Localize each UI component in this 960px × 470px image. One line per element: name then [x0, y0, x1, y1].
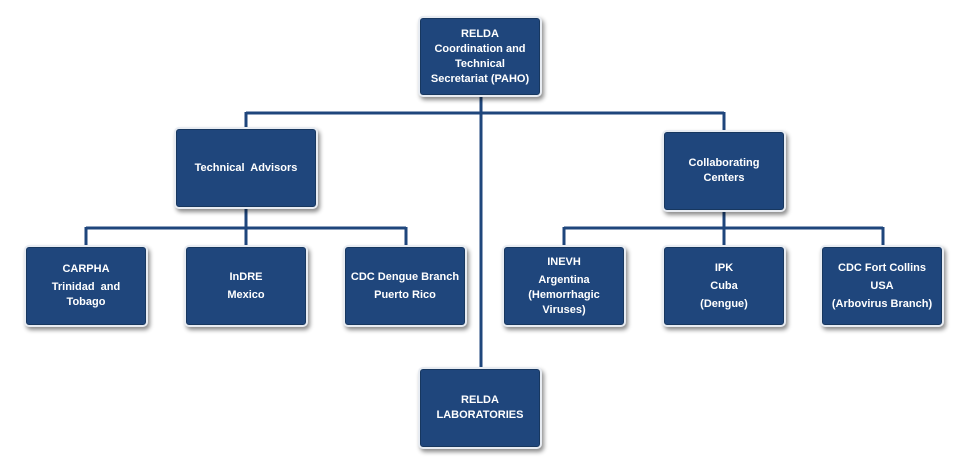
node-relda-laboratories: RELDA LABORATORIES [418, 367, 542, 449]
node-relda-coordination-line-4: Secretariat (PAHO) [430, 72, 530, 85]
node-ipk-line-1: IPK [714, 261, 734, 274]
node-relda-coordination-line-3: Technical [455, 57, 505, 70]
node-inevh-line-3: (Hemorrhagic [528, 288, 600, 301]
node-ipk-line-2: Cuba [710, 279, 738, 292]
node-relda-coordination: RELDA Coordination and Technical Secreta… [418, 16, 542, 97]
node-collaborating-centers: Collaborating Centers [662, 130, 786, 212]
node-carpha-line-3: Tobago [66, 296, 106, 308]
node-relda-laboratories-line-1: RELDA [461, 394, 499, 406]
node-inevh: INEVH Argentina (Hemorrhagic Viruses) [502, 245, 626, 327]
node-cdc-fort-collins-line-1: CDC Fort Collins [838, 261, 926, 274]
node-technical-advisors-label: Technical Advisors [194, 161, 298, 174]
node-carpha-line-2: Trinidad and [51, 281, 121, 293]
node-collaborating-centers-line-2: Centers [703, 172, 745, 184]
node-relda-coordination-line-1: RELDA [461, 27, 499, 40]
node-technical-advisors: Technical Advisors [174, 127, 318, 209]
node-cdc-fort-collins: CDC Fort Collins USA (Arbovirus Branch) [820, 245, 944, 327]
node-carpha-line-1: CARPHA [62, 263, 110, 275]
node-inevh-line-2: Argentina [538, 273, 590, 286]
node-ipk: IPK Cuba (Dengue) [662, 245, 786, 327]
node-indre-line-1: InDRE [229, 270, 263, 283]
node-inevh-line-1: INEVH [547, 255, 581, 268]
node-collaborating-centers-line-1: Collaborating [688, 157, 760, 169]
node-indre: InDRE Mexico [184, 245, 308, 327]
node-cdc-fort-collins-line-3: (Arbovirus Branch) [831, 297, 933, 310]
node-relda-coordination-line-2: Coordination and [434, 42, 526, 55]
node-carpha: CARPHA Trinidad and Tobago [24, 245, 148, 327]
node-relda-laboratories-line-2: LABORATORIES [436, 409, 524, 421]
node-ipk-line-3: (Dengue) [700, 297, 748, 310]
node-indre-line-2: Mexico [227, 288, 265, 301]
node-cdc-fort-collins-line-2: USA [870, 279, 894, 292]
node-inevh-line-4: Viruses) [542, 303, 586, 316]
node-cdc-dengue-branch: CDC Dengue Branch Puerto Rico [343, 245, 467, 327]
node-cdc-dengue-branch-line-2: Puerto Rico [374, 288, 436, 301]
node-cdc-dengue-branch-line-1: CDC Dengue Branch [350, 270, 460, 283]
